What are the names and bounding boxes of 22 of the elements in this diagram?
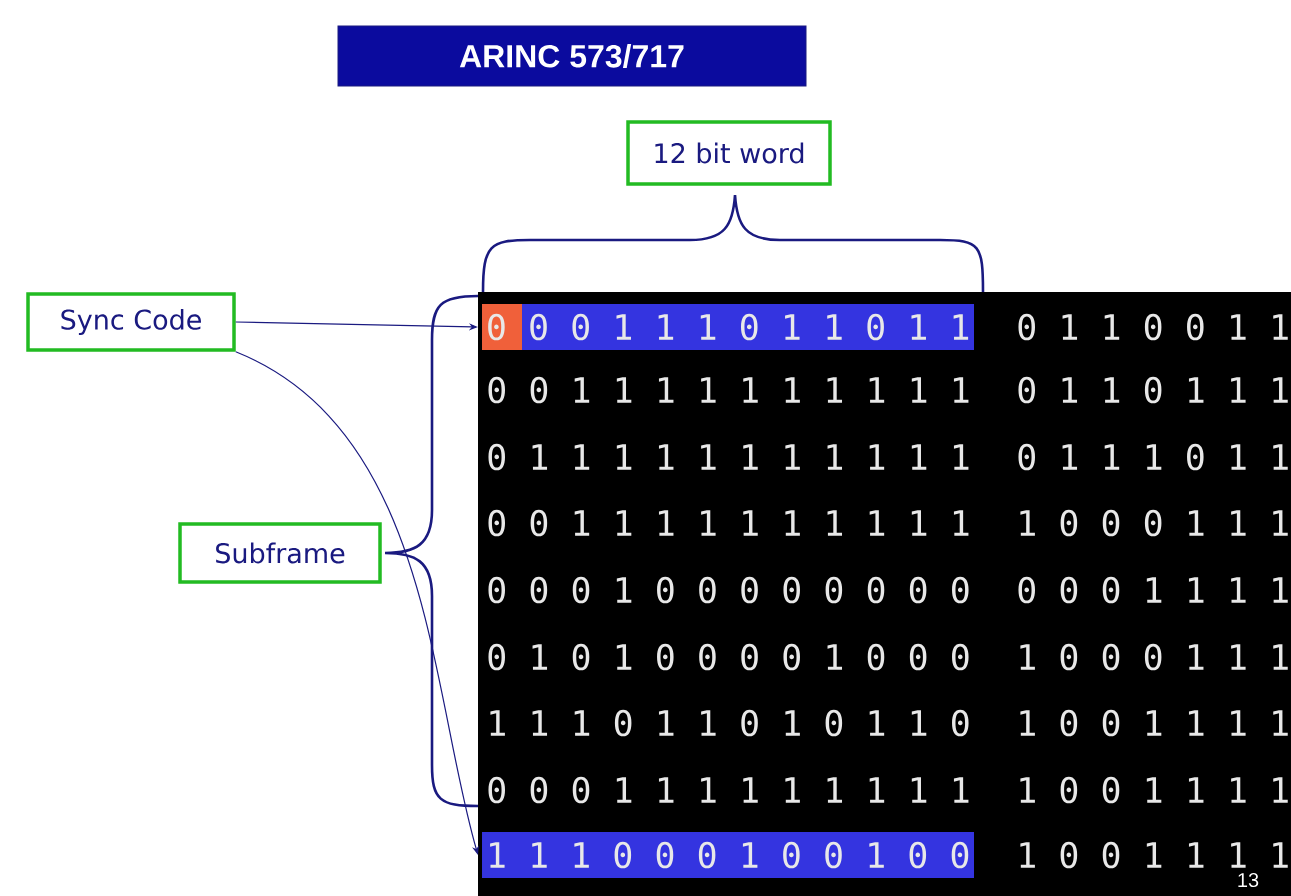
- bit-row: 0 1 1 0 1 1 1: [1018, 376, 1288, 404]
- bit-row: 1 0 0 1 1 1 1: [1020, 776, 1288, 804]
- bit-row: 0 0 0 1 0 0 0 0 0 0 0 0: [488, 576, 969, 604]
- label-box: 12 bit word: [626, 120, 832, 186]
- bit-row: 0 0 0 1 1 1 1: [1018, 576, 1288, 604]
- label-box: Subframe: [178, 522, 382, 584]
- bit-row: 1 0 0 0 1 1 1: [1020, 643, 1288, 671]
- bit-row: 0 0 0 1 1 1 1 1 1 1 1 1: [488, 776, 969, 804]
- bit-row: 0 1 0 1 0 0 0 0 1 0 0 0: [488, 643, 969, 671]
- bit-row: 1 1 1 0 1 1 0 1 0 1 1 0: [490, 709, 969, 737]
- bit-row: 1 0 0 1 1 1 1: [1020, 841, 1288, 869]
- bit-row: 0 1 1 0 0 1 1: [1018, 313, 1288, 341]
- bit-row: 0 1 1 1 1 1 1 1 1 1 1 1: [488, 443, 969, 471]
- bit-row: 0 0 1 1 1 1 1 1 1 1 1 1: [488, 509, 969, 537]
- bit-row: 0 1 1 1 0 1 1: [1018, 443, 1288, 471]
- title-bar: ARINC 573/717: [337, 25, 807, 87]
- bit-row: 1 0 0 0 1 1 1: [1020, 509, 1288, 537]
- bit-row: 1 0 0 1 1 1 1: [1020, 709, 1288, 737]
- label-box: Sync Code: [26, 292, 236, 352]
- highlighted-word: 0 0 0 1 1 1 0 1 1 0 1 1: [482, 304, 974, 350]
- page-number: 13: [1238, 872, 1259, 888]
- highlighted-word: 1 1 1 0 0 0 1 0 0 1 0 0: [482, 832, 974, 878]
